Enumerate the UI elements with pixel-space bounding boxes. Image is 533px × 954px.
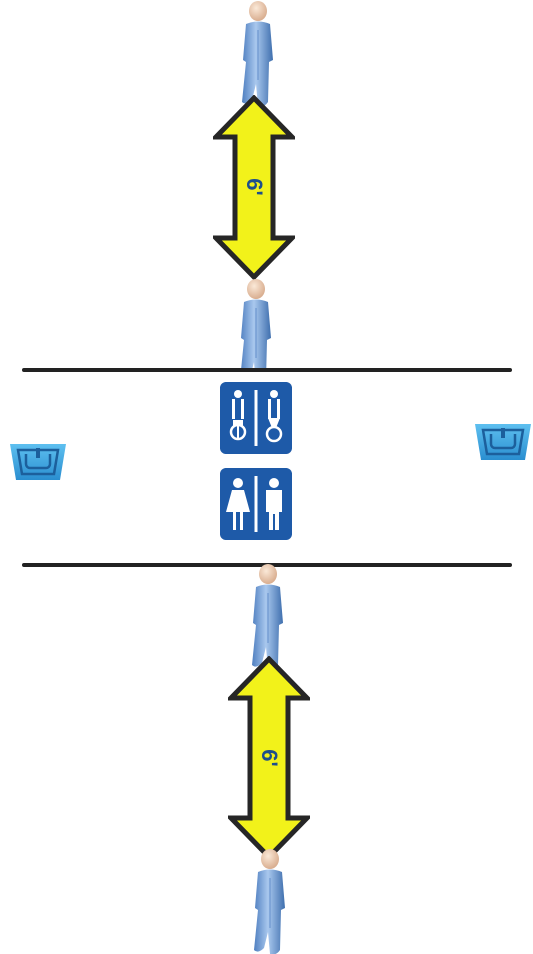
person-icon (239, 278, 272, 370)
accessible-restroom-sign-icon (220, 382, 292, 454)
distance-label-bottom: 6' (257, 749, 282, 766)
distance-arrow-top: 6' (213, 95, 295, 280)
sink-icon-right (475, 424, 531, 460)
distance-arrow-bottom: 6' (228, 656, 310, 860)
sink-icon-left (10, 444, 66, 480)
person-icon (253, 848, 286, 954)
divider-line-top (22, 368, 512, 372)
person-icon (228, 0, 288, 110)
restroom-sign-icon (220, 468, 292, 540)
distance-label-top: 6' (242, 178, 267, 195)
